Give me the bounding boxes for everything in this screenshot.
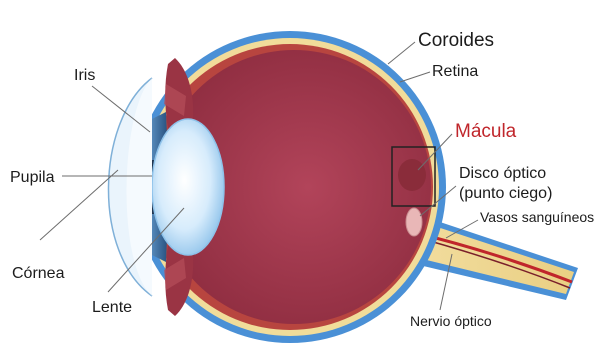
cornea	[108, 78, 152, 296]
label-disco-line2: (punto ciego)	[459, 185, 552, 202]
label-retina: Retina	[432, 63, 478, 80]
label-cornea: Córnea	[12, 265, 65, 282]
optic-disc	[406, 208, 422, 236]
label-iris: Iris	[74, 67, 95, 84]
leader-coroides	[388, 42, 415, 64]
label-vasos: Vasos sanguíneos	[480, 209, 594, 225]
lens	[152, 119, 224, 255]
macula-spot	[398, 159, 426, 191]
leader-retina	[400, 72, 430, 82]
label-macula: Mácula	[455, 121, 517, 142]
label-pupila: Pupila	[10, 169, 55, 186]
label-disco-line1: Disco óptico	[459, 165, 546, 182]
label-nervio: Nervio óptico	[410, 313, 492, 329]
label-lente: Lente	[92, 299, 132, 316]
label-coroides: Coroides	[418, 30, 494, 51]
